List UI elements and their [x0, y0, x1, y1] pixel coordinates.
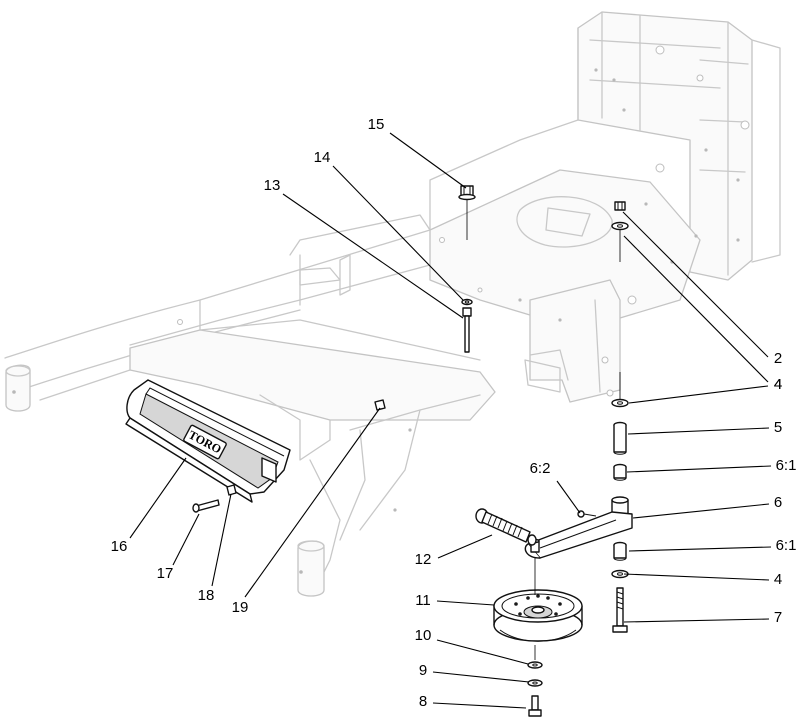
callout-number: 9 [419, 662, 427, 679]
washer-9 [527, 679, 543, 687]
leader-line [632, 503, 770, 519]
screw-17 [192, 499, 220, 513]
callout-c15: 15 [368, 116, 467, 189]
callout-c17: 17 [157, 513, 200, 582]
callout-number: 19 [232, 599, 249, 616]
mower-frame [4, 11, 781, 597]
callout-number: 15 [368, 116, 385, 133]
logo-plate-16: TORO [125, 379, 291, 503]
callout-c8: 8 [419, 693, 527, 710]
idler-pulley-11 [493, 589, 583, 642]
callout-number: 14 [314, 149, 331, 166]
leader-line [626, 465, 772, 473]
callout-number: 4 [774, 376, 782, 393]
callout-number: 6:1 [776, 537, 797, 554]
callout-number: 13 [264, 177, 281, 194]
leader-line [622, 211, 769, 358]
callout-number: 18 [198, 587, 215, 604]
callout-c61a: 6:1 [626, 457, 797, 474]
callout-c4c: 4 [623, 571, 782, 588]
leader-line [432, 671, 530, 683]
leader-line [332, 165, 464, 301]
nut-19 [374, 399, 386, 411]
spacer-5 [613, 421, 627, 455]
callout-c5: 5 [627, 419, 782, 436]
flange-nut-15 [458, 185, 476, 201]
bushing-6-1-top [613, 463, 627, 481]
callout-c12: 12 [415, 534, 493, 568]
leader-line [623, 235, 769, 383]
leader-line [282, 193, 464, 319]
leader-line [389, 132, 467, 189]
bolt-13 [462, 307, 472, 353]
leader-line [623, 573, 770, 581]
callout-c6: 6 [632, 494, 782, 519]
leader-line [436, 639, 529, 665]
leader-line [623, 618, 770, 623]
callout-c62: 6:2 [530, 460, 581, 514]
callout-number: 6:2 [530, 460, 551, 477]
leader-line [432, 702, 527, 709]
bushing-6-1-bottom [613, 541, 627, 561]
callout-c4b: 4 [628, 376, 782, 404]
leader-line [437, 534, 493, 559]
callout-number: 7 [774, 609, 782, 626]
callout-c4a: 4 [623, 235, 782, 393]
leader-line [436, 600, 495, 606]
callout-c2: 2 [622, 211, 782, 367]
leader-line [628, 546, 772, 552]
bolt-7 [612, 587, 628, 633]
callout-c13: 13 [264, 177, 464, 319]
callout-c16: 16 [111, 457, 187, 555]
washer-4-mid [611, 398, 629, 408]
leader-line [627, 427, 770, 435]
callout-c61b: 6:1 [628, 537, 797, 554]
callout-number: 11 [415, 592, 431, 609]
nut-18 [226, 484, 237, 496]
leader-line [244, 407, 381, 598]
leader-line [129, 457, 187, 539]
leader-line [211, 493, 232, 587]
leader-line [628, 385, 769, 404]
callout-c11: 11 [415, 592, 495, 609]
callout-number: 16 [111, 538, 128, 555]
callout-number: 8 [419, 693, 427, 710]
callout-number: 17 [157, 565, 174, 582]
callout-number: 6 [774, 494, 782, 511]
callout-number: 6:1 [776, 457, 797, 474]
washer-14 [461, 298, 473, 306]
callout-number: 10 [415, 627, 432, 644]
callout-number: 4 [774, 571, 782, 588]
leader-line [172, 513, 200, 566]
callout-number: 4 [774, 376, 782, 393]
callout-number: 12 [415, 551, 432, 568]
callout-c14: 14 [314, 149, 464, 301]
callout-number: 2 [774, 350, 782, 367]
extension-spring-12 [475, 508, 537, 546]
callout-c7: 7 [623, 609, 782, 626]
callout-c18: 18 [198, 493, 232, 604]
callout-number: 5 [774, 419, 782, 436]
washer-10 [527, 661, 543, 669]
bolt-8 [528, 695, 542, 717]
washer-4-top [611, 221, 629, 231]
nut-2 [614, 201, 626, 211]
callout-c19: 19 [232, 407, 381, 616]
grease-fitting-6-2 [577, 510, 597, 518]
leader-line [556, 480, 581, 514]
callout-c9: 9 [419, 662, 530, 683]
callout-c10: 10 [415, 627, 529, 665]
